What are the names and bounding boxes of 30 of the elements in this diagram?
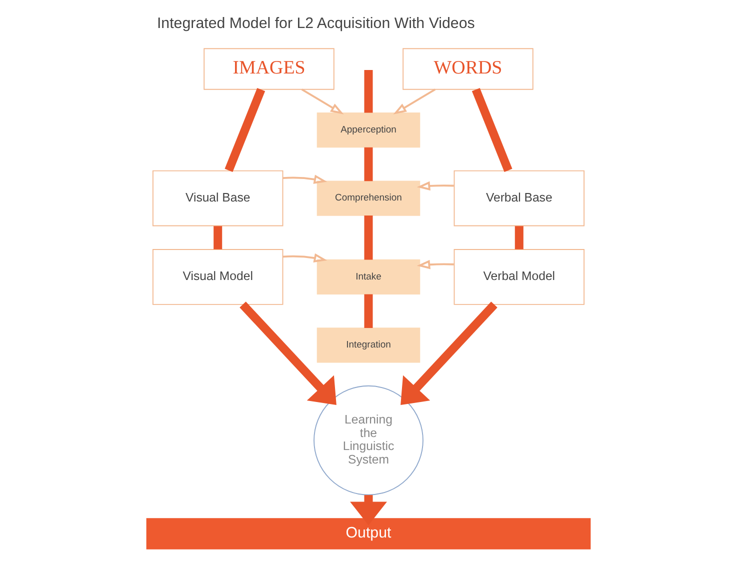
node-box: Verbal Base <box>454 170 585 226</box>
node-box: Output <box>146 518 591 550</box>
node-box: IMAGES <box>204 48 334 90</box>
node-box: Visual Base <box>152 170 284 226</box>
arrow <box>240 302 336 406</box>
node-box: WORDS <box>402 48 534 90</box>
arrow <box>350 495 387 526</box>
connector <box>364 294 373 328</box>
arrow <box>282 174 328 184</box>
node-box: Visual Model <box>152 249 284 305</box>
diagram-title: Integrated Model for L2 Acquisition With Videos <box>156 15 475 32</box>
node-box: Integration <box>316 328 420 363</box>
arrow <box>400 302 498 406</box>
arrow <box>393 88 436 114</box>
node-box: Intake <box>316 259 420 294</box>
arrow <box>301 88 344 114</box>
connector <box>472 88 512 172</box>
connector <box>364 216 373 260</box>
node-circle: Learning the Linguistic System <box>314 385 424 496</box>
node-box: Apperception <box>316 112 420 148</box>
connector <box>214 226 222 250</box>
connector <box>224 88 266 172</box>
node-box: Comprehension <box>316 180 420 216</box>
arrow <box>416 181 454 191</box>
node-box: Verbal Model <box>454 249 585 305</box>
connector <box>514 226 524 250</box>
connector <box>364 70 373 113</box>
connector <box>364 147 373 182</box>
arrow <box>416 260 454 270</box>
arrow <box>282 253 328 262</box>
